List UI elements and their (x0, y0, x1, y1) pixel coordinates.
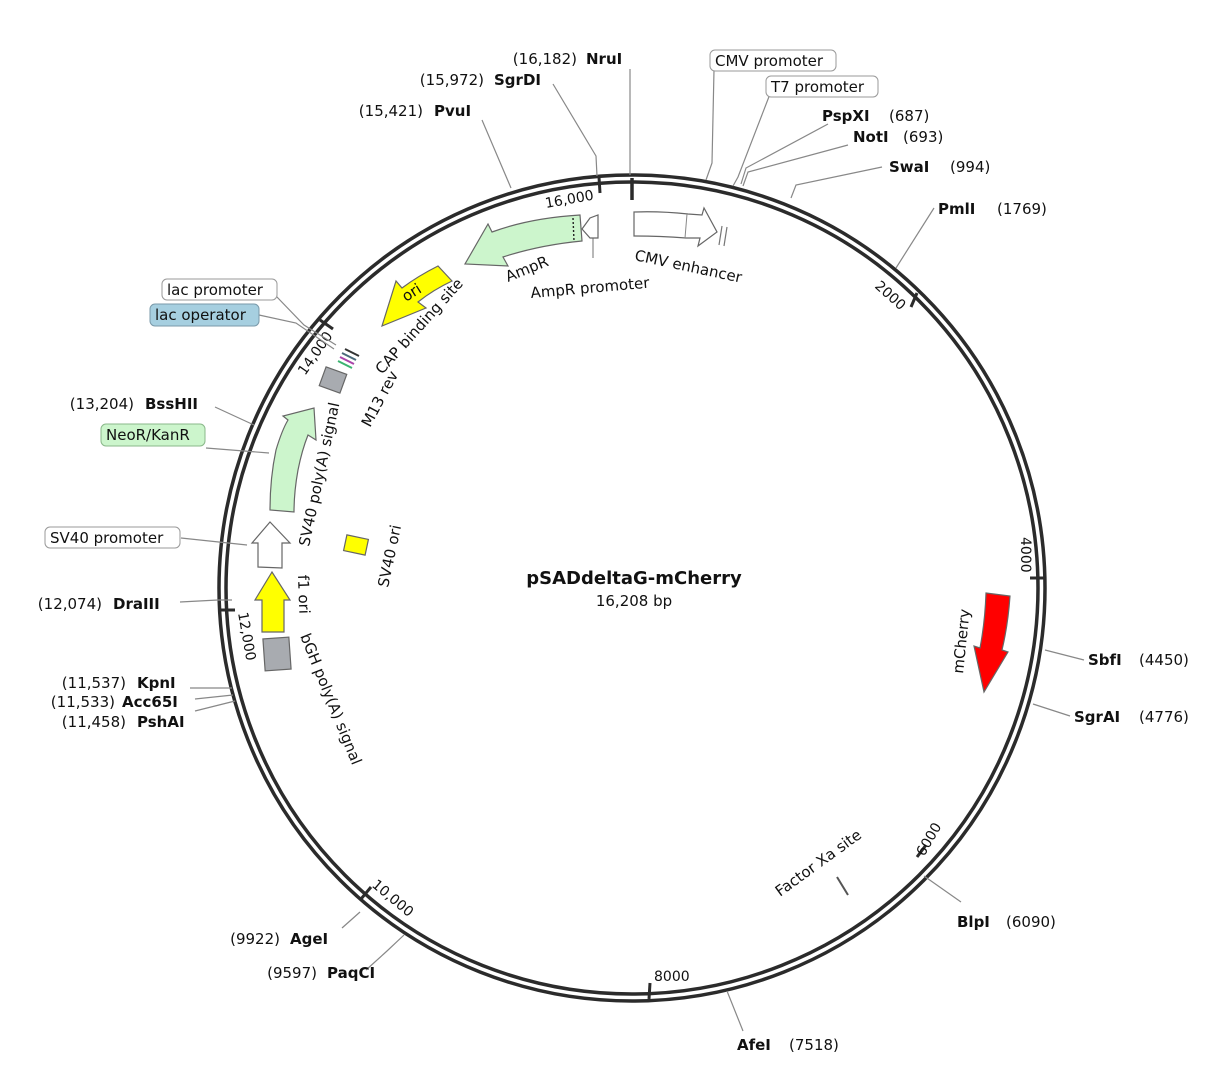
label-sv40-promoter-text: SV40 promoter (50, 529, 164, 547)
t7-promoter-mark (723, 226, 728, 247)
label-sv40-promoter[interactable]: SV40 promoter (44, 526, 181, 549)
site-noti-name: NotI (853, 128, 889, 146)
site-paqci-name: PaqCI (327, 964, 375, 982)
label-m13-rev: M13 rev (358, 368, 402, 430)
tick-marks (219, 176, 1045, 1000)
site-bsshii-pos: (13,204) (70, 395, 134, 413)
site-blpi-name: BlpI (957, 913, 990, 931)
site-agei-pos: (9922) (230, 930, 280, 948)
cap-binding-box[interactable] (318, 366, 348, 394)
label-sv40-ori: SV40 ori (374, 523, 405, 589)
site-acc65i-name: Acc65I (122, 693, 178, 711)
label-ampr: AmpR (503, 252, 551, 285)
label-ampr-promoter: AmpR promoter (530, 274, 651, 302)
label-mcherry: mCherry (949, 608, 974, 674)
site-sbfi-name: SbfI (1088, 651, 1122, 669)
label-lac-promoter[interactable]: lac promoter (161, 278, 278, 301)
site-afei-pos: (7518) (789, 1036, 839, 1054)
site-leader-lines (179, 69, 1085, 1032)
site-pmli-name: PmlI (938, 200, 975, 218)
site-pvui-name: PvuI (434, 102, 471, 120)
label-bgh-polya: bGH poly(A) signal (296, 631, 365, 768)
site-kpni-pos: (11,537) (62, 674, 126, 692)
site-acc65i-pos: (11,533) (51, 693, 115, 711)
cmv-promoter-mark (718, 225, 723, 246)
site-draiii-pos: (12,074) (38, 595, 102, 613)
label-factor-xa: Factor Xa site (772, 826, 865, 901)
factor-xa-mark (836, 876, 849, 896)
label-cmv-enhancer: CMV enhancer (633, 246, 744, 286)
ampr-arrow[interactable] (463, 214, 583, 267)
site-pvui-pos: (15,421) (359, 102, 423, 120)
sv40-promoter-arrow[interactable] (250, 521, 292, 569)
sv40-ori-box[interactable] (342, 534, 370, 556)
feature-leader-lines (180, 69, 771, 546)
f1-ori-arrow[interactable] (253, 570, 292, 633)
site-sgrdi-name: SgrDI (494, 71, 541, 89)
site-sgrdi-pos: (15,972) (420, 71, 484, 89)
plasmid-name: pSADdeltaG-mCherry (526, 568, 742, 589)
label-cmv-promoter[interactable]: CMV promoter (709, 49, 837, 72)
ori-arrow[interactable] (381, 265, 453, 328)
site-draiii-name: DraIII (113, 595, 160, 613)
ampr-promoter-arrow[interactable] (581, 214, 599, 239)
label-cmv-promoter-text: CMV promoter (715, 52, 824, 70)
site-noti-pos: (693) (903, 128, 943, 146)
tick-label-4000: 4000 (1017, 537, 1033, 573)
site-pspxi-name: PspXI (822, 107, 870, 125)
mcherry-arrow[interactable] (973, 592, 1011, 694)
site-pmli-pos: (1769) (997, 200, 1047, 218)
site-agei-name: AgeI (290, 930, 328, 948)
neor-kanr-arrow[interactable] (269, 407, 317, 513)
label-lac-promoter-text: lac promoter (167, 281, 264, 299)
plasmid-length: 16,208 bp (596, 592, 672, 610)
tick-label-8000: 8000 (654, 969, 690, 985)
label-f1-ori: f1 ori (294, 575, 313, 615)
site-pshai-name: PshAI (137, 713, 185, 731)
bgh-polya-box[interactable] (262, 636, 292, 672)
site-pshai-pos: (11,458) (62, 713, 126, 731)
site-bsshii-name: BssHII (145, 395, 198, 413)
site-blpi-pos: (6090) (1006, 913, 1056, 931)
site-pspxi-pos: (687) (889, 107, 929, 125)
site-nrui-name: NruI (586, 50, 622, 68)
site-paqci-pos: (9597) (267, 964, 317, 982)
site-afei-name: AfeI (737, 1036, 771, 1054)
label-neor-kanr[interactable]: NeoR/KanR (100, 423, 206, 447)
site-swai-name: SwaI (889, 158, 929, 176)
site-sgrai-pos: (4776) (1139, 708, 1189, 726)
cmv-enhancer-arrow[interactable] (633, 206, 718, 248)
cmv-enhancer-divider (684, 213, 688, 239)
site-kpni-name: KpnI (137, 674, 176, 692)
label-lac-operator[interactable]: lac operator (149, 303, 260, 327)
label-neor-kanr-text: NeoR/KanR (106, 426, 190, 444)
label-t7-promoter[interactable]: T7 promoter (765, 75, 879, 98)
site-sgrai-name: SgrAI (1074, 708, 1120, 726)
site-sbfi-pos: (4450) (1139, 651, 1189, 669)
tick-label-12000: 12,000 (234, 611, 258, 662)
lac-site-marks (337, 348, 360, 369)
site-nrui-pos: (16,182) (513, 50, 577, 68)
label-t7-promoter-text: T7 promoter (770, 78, 865, 96)
site-swai-pos: (994) (950, 158, 990, 176)
label-lac-operator-text: lac operator (155, 306, 247, 324)
